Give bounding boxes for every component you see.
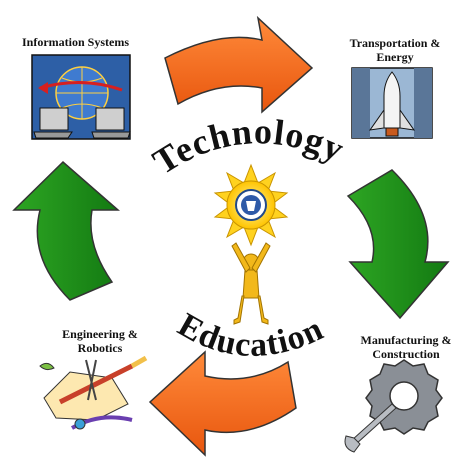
label-engineering-line1: Engineering &	[62, 327, 138, 341]
word-education: Education	[172, 306, 330, 364]
label-transportation-line1: Transportation &	[349, 36, 441, 50]
gear-wrench-icon	[344, 359, 443, 453]
label-information-systems-text: Information Systems	[22, 35, 129, 49]
label-information-systems: Information Systems	[22, 35, 129, 49]
label-transportation-line2: Energy	[376, 50, 414, 64]
green-arrow-left	[12, 160, 120, 301]
networked-computers-globe-icon	[31, 54, 131, 140]
space-shuttle-icon	[351, 67, 433, 139]
label-engineering-line2: Robotics	[77, 341, 123, 355]
green-arrow-right	[346, 169, 450, 320]
label-manufacturing-line2: Construction	[372, 347, 440, 361]
label-transportation-energy: Transportation & Energy	[340, 36, 450, 64]
label-manufacturing-line1: Manufacturing &	[360, 333, 452, 347]
orange-arrow-top	[164, 15, 314, 114]
label-manufacturing-construction: Manufacturing & Construction	[352, 333, 460, 361]
drafting-tools-icon	[39, 355, 148, 430]
label-engineering-robotics: Engineering & Robotics	[52, 327, 148, 355]
figure-holding-sun-emblem-icon	[213, 163, 289, 325]
orange-arrow-bottom	[148, 350, 297, 457]
